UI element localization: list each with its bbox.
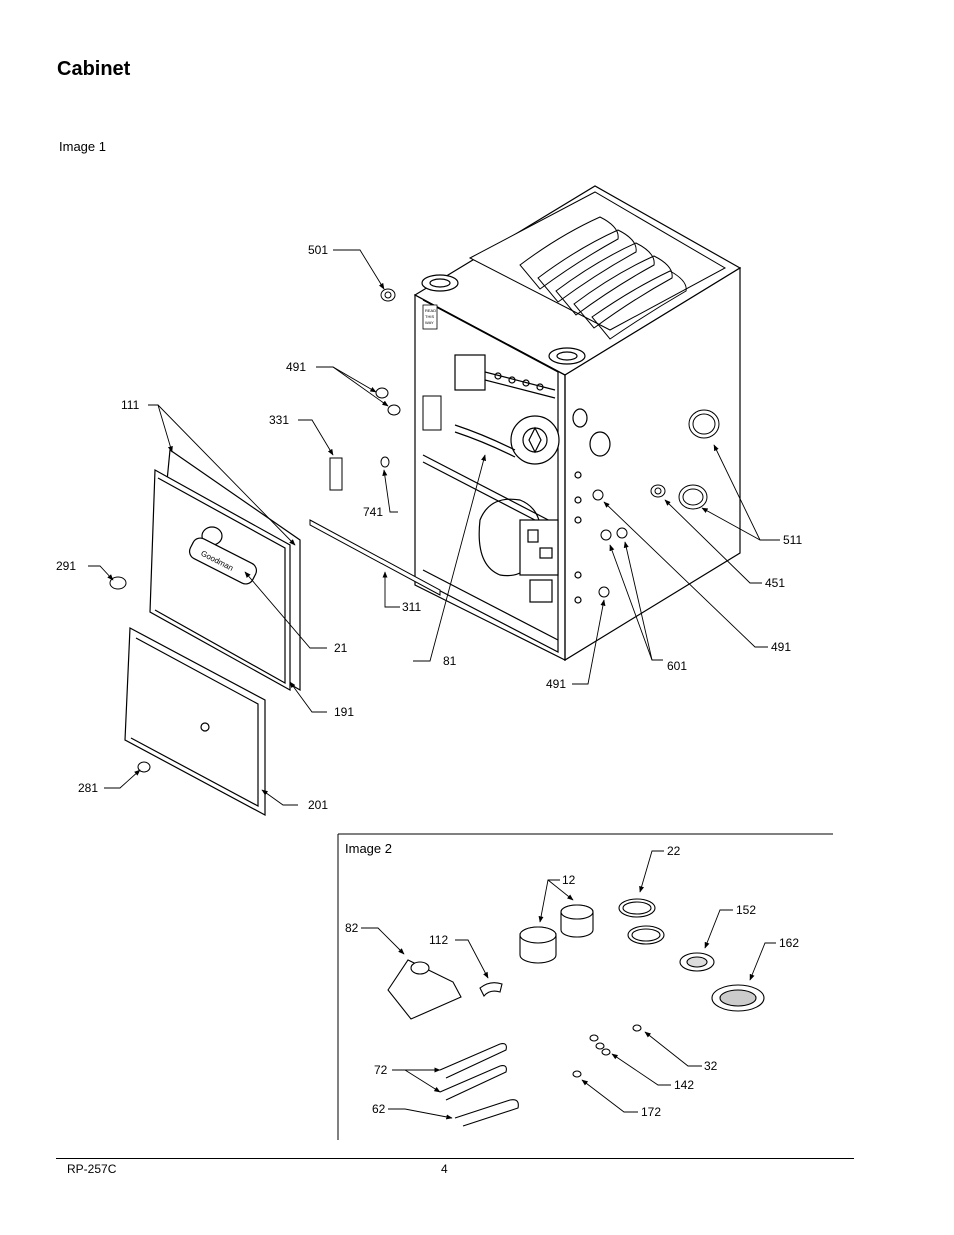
image1-callout-labels: 501 491 111 331 741 291 311 21 81 191 28…	[56, 243, 802, 812]
callout-511: 511	[783, 533, 802, 547]
callout-601: 601	[667, 659, 687, 673]
heat-exchanger	[468, 191, 727, 340]
callout-281: 281	[78, 781, 98, 795]
callout-451: 451	[765, 576, 785, 590]
callout-62: 62	[372, 1102, 386, 1116]
svg-text:WAY: WAY	[425, 320, 434, 325]
callout-501: 501	[308, 243, 328, 257]
callout-491-lower: 491	[546, 677, 566, 691]
furnace-cabinet: READ THIS WAY	[413, 185, 742, 662]
callout-32: 32	[704, 1059, 718, 1073]
footer-page-number: 4	[441, 1162, 448, 1176]
callout-22: 22	[667, 844, 681, 858]
callout-201: 201	[308, 798, 328, 812]
upper-door: Goodman	[149, 448, 301, 692]
callout-331: 331	[269, 413, 289, 427]
image2-frame	[337, 833, 833, 1140]
callout-491-right: 491	[771, 640, 791, 654]
callout-162: 162	[779, 936, 799, 950]
callout-191: 191	[334, 705, 354, 719]
image2-callout-labels: 22 12 152 82 112 162 32 72 142 62 172	[345, 844, 799, 1119]
callout-72: 72	[374, 1063, 388, 1077]
callout-311: 311	[402, 600, 421, 614]
callout-291: 291	[56, 559, 76, 573]
svg-text:THIS: THIS	[425, 314, 434, 319]
footer-divider	[56, 1158, 854, 1159]
callout-112: 112	[429, 933, 448, 947]
callout-111: 111	[121, 398, 140, 412]
callout-82: 82	[345, 921, 359, 935]
callout-172: 172	[641, 1105, 661, 1119]
callout-152: 152	[736, 903, 756, 917]
callout-12: 12	[562, 873, 576, 887]
image1-small-parts	[309, 288, 720, 598]
svg-text:READ: READ	[425, 308, 436, 313]
image-2-label: Image 2	[345, 841, 392, 856]
callout-81: 81	[443, 654, 457, 668]
page-title: Cabinet	[57, 58, 131, 80]
callout-491-upper: 491	[286, 360, 306, 374]
callout-142: 142	[674, 1078, 694, 1092]
image1-leaders	[88, 249, 780, 806]
lower-door	[124, 627, 266, 817]
callout-21: 21	[334, 641, 348, 655]
callout-741: 741	[363, 505, 383, 519]
image-1-label: Image 1	[59, 139, 106, 154]
image2-leaders	[361, 850, 776, 1120]
footer-doc-code: RP-257C	[67, 1162, 117, 1176]
image2-parts	[387, 898, 765, 1127]
